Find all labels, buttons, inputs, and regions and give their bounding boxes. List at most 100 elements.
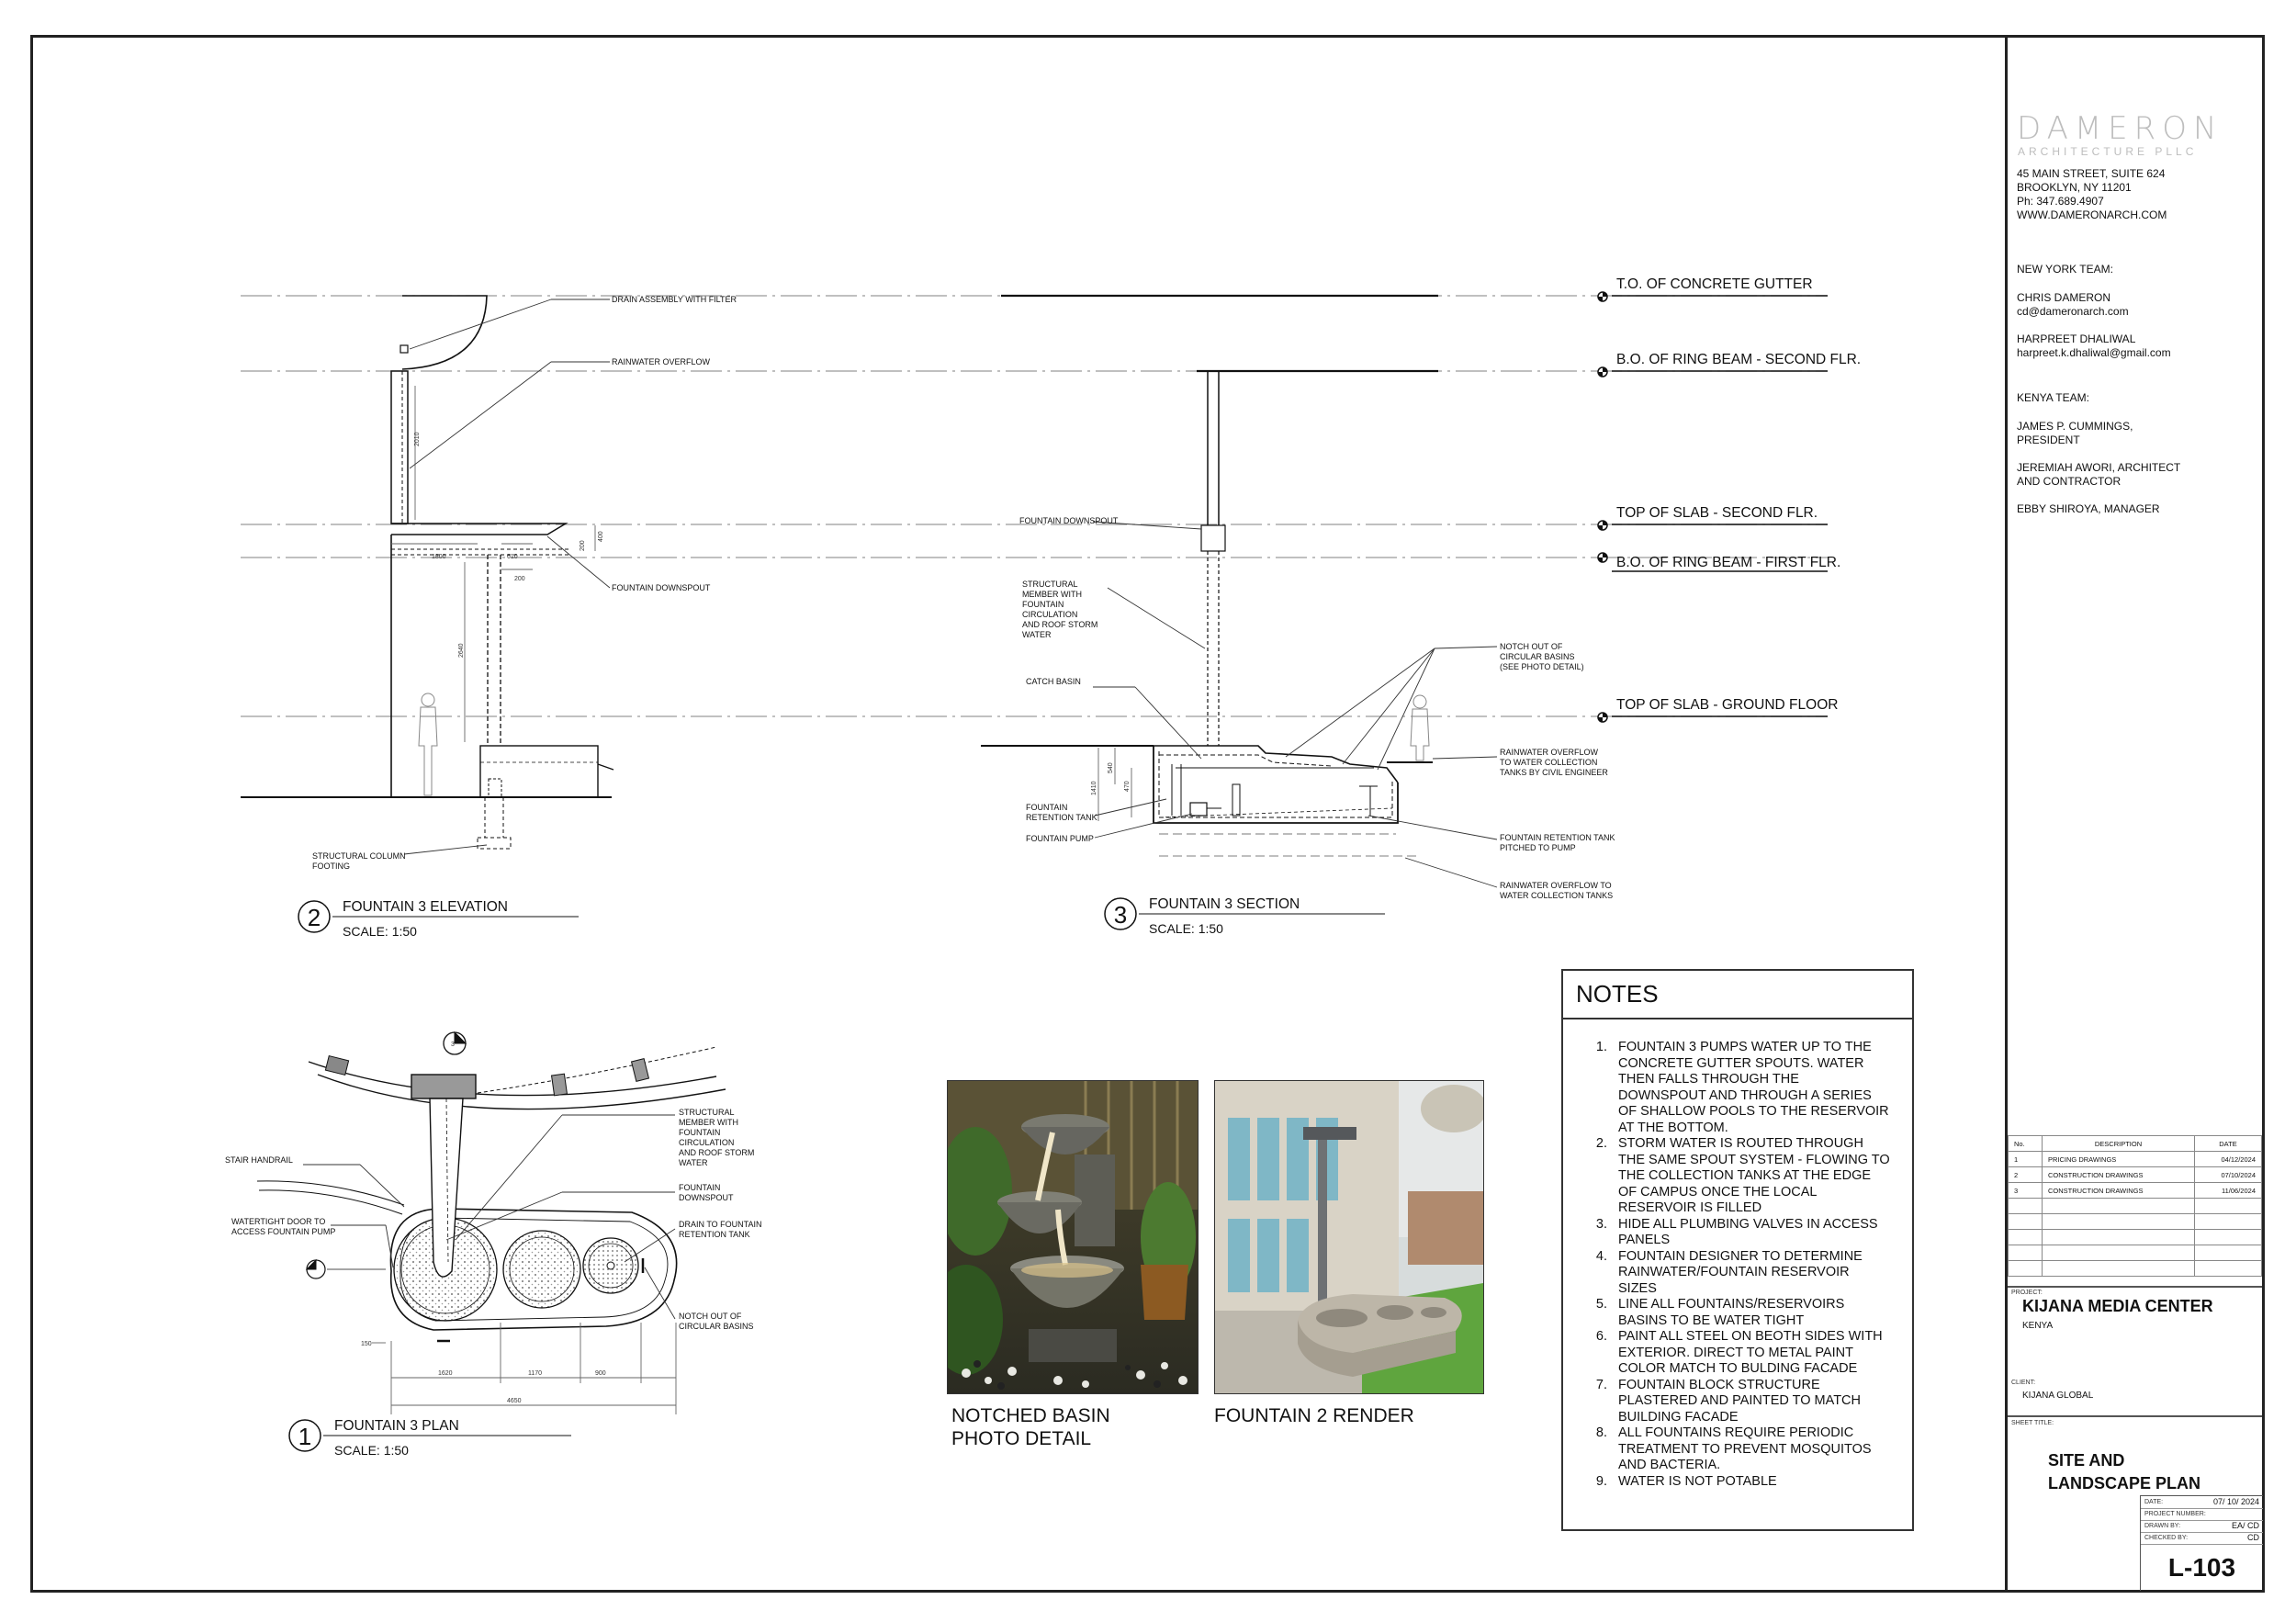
plan-dim: 900 — [595, 1370, 606, 1377]
elev-dim: 400 — [598, 531, 604, 542]
elevation-title-block: 2 FOUNTAIN 3 ELEVATION SCALE: 1:50 — [298, 899, 579, 939]
drawn-by-label: DRAWN BY: — [2144, 1523, 2181, 1529]
rev-no: 2 — [2008, 1166, 2043, 1183]
team-member-name: JEREMIAH AWORI, ARCHITECT — [2017, 461, 2181, 474]
plan-number: 1 — [298, 1423, 311, 1450]
sect-dim: 1410 — [1091, 781, 1097, 795]
kenya-team: KENYA TEAM: JAMES P. CUMMINGS, PRESIDENT… — [2017, 391, 2180, 516]
sect-label-notch: NOTCH OUT OF — [1500, 642, 1563, 651]
ny-team: NEW YORK TEAM: CHRIS DAMERON cd@damerona… — [2017, 263, 2171, 360]
team-member-name: EBBY SHIROYA, MANAGER — [2017, 502, 2160, 515]
sect-label-overflow-civil: TANKS BY CIVIL ENGINEER — [1500, 768, 1608, 777]
sheet-title: SITE AND LANDSCAPE PLAN — [2048, 1449, 2200, 1495]
plan-label-structural: AND ROOF STORM — [679, 1148, 754, 1157]
project-label: PROJECT: — [2011, 1290, 2043, 1296]
elev-dim: 200 — [580, 540, 586, 551]
note-item: LINE ALL FOUNTAINS/RESERVOIRS BASINS TO … — [1611, 1297, 1890, 1329]
sect-label-retention: FOUNTAIN — [1026, 803, 1067, 812]
elev-dim: 2010 — [414, 432, 421, 446]
rev-row: 1 PRICING DRAWINGS 04/12/2024 — [2008, 1151, 2262, 1167]
sheet-title-label: SHEET TITLE: — [2011, 1420, 2054, 1426]
elevation-title: FOUNTAIN 3 ELEVATION — [343, 899, 508, 915]
plan-label-notch: CIRCULAR BASINS — [679, 1322, 754, 1331]
rev-description: CONSTRUCTION DRAWINGS — [2042, 1166, 2195, 1183]
sect-label-retention-pitched: PITCHED TO PUMP — [1500, 843, 1576, 852]
firm-city: BROOKLYN, NY 11201 — [2017, 181, 2132, 194]
elev-label-drain: DRAIN ASSEMBLY WITH FILTER — [612, 295, 737, 304]
section-title-block: 3 FOUNTAIN 3 SECTION SCALE: 1:50 — [1104, 896, 1385, 936]
elev-label-footing: FOOTING — [312, 862, 350, 871]
client-name: KIJANA GLOBAL — [2022, 1391, 2094, 1401]
elev-dim: 2640 — [458, 643, 465, 658]
firm-contact: 45 MAIN STREET, SUITE 624 BROOKLYN, NY 1… — [2017, 167, 2167, 222]
sheet-title-line: LANDSCAPE PLAN — [2048, 1474, 2201, 1492]
notes-title: NOTES — [1563, 971, 1912, 1019]
level-label-ring-beam-first: B.O. OF RING BEAM - FIRST FLR. — [1616, 555, 1840, 570]
sect-label-notch: CIRCULAR BASINS — [1500, 652, 1575, 661]
kenya-team-heading: KENYA TEAM: — [2017, 391, 2089, 404]
note-item: HIDE ALL PLUMBING VALVES IN ACCESS PANEL… — [1611, 1217, 1890, 1249]
elevation-scale: SCALE: 1:50 — [343, 924, 417, 939]
sheet-info-grid: DATE: 07/ 10/ 2024 PROJECT NUMBER: DRAWN… — [2140, 1495, 2263, 1591]
section-number: 3 — [1114, 901, 1127, 929]
level-markers — [1597, 291, 1608, 723]
note-item: FOUNTAIN 3 PUMPS WATER UP TO THE CONCRET… — [1611, 1040, 1890, 1136]
rev-row: 2 CONSTRUCTION DRAWINGS 07/10/2024 — [2008, 1166, 2262, 1183]
sect-label-retention: RETENTION TANK — [1026, 813, 1097, 822]
elev-dim: 1800 — [432, 554, 446, 560]
rev-header-date: DATE — [2194, 1135, 2262, 1152]
title-block-divider — [2005, 35, 2008, 1593]
rev-description: CONSTRUCTION DRAWINGS — [2042, 1182, 2195, 1199]
team-member-email: harpreet.k.dhaliwal@gmail.com — [2017, 346, 2171, 359]
fountain-plan-drawing — [256, 1031, 726, 1414]
plan-marker-number: 3 — [451, 1042, 455, 1048]
firm-logo-name: DAMERON — [2017, 110, 2223, 147]
firm-phone: Ph: 347.689.4907 — [2017, 195, 2104, 208]
plan-label-structural: MEMBER WITH — [679, 1118, 738, 1127]
elev-dim: 200 — [514, 576, 525, 582]
sect-dim: 540 — [1108, 762, 1114, 773]
level-label-ring-beam-second: B.O. OF RING BEAM - SECOND FLR. — [1616, 352, 1861, 367]
note-item: WATER IS NOT POTABLE — [1611, 1474, 1890, 1491]
level-label-slab-ground: TOP OF SLAB - GROUND FLOOR — [1616, 697, 1838, 713]
rev-header-no: No. — [2008, 1135, 2043, 1152]
client-label: CLIENT: — [2011, 1380, 2036, 1386]
rev-description: PRICING DRAWINGS — [2042, 1151, 2195, 1167]
elev-label-column: STRUCTURAL COLUMN — [312, 851, 406, 861]
plan-label-drain: RETENTION TANK — [679, 1230, 750, 1239]
date-value: 07/ 10/ 2024 — [2212, 1497, 2259, 1506]
divider — [2008, 1286, 2262, 1288]
team-member-name: CHRIS DAMERON — [2017, 291, 2111, 304]
elev-label-downspout: FOUNTAIN DOWNSPOUT — [612, 583, 711, 592]
plan-label-door: WATERTIGHT DOOR TO — [231, 1217, 325, 1226]
sect-label-downspout: FOUNTAIN DOWNSPOUT — [1019, 516, 1119, 525]
note-item: ALL FOUNTAINS REQUIRE PERIODIC TREATMENT… — [1611, 1425, 1890, 1474]
divider — [2008, 1415, 2262, 1417]
notched-basin-photo — [947, 1080, 1199, 1394]
plan-dim: 4650 — [507, 1398, 522, 1404]
rev-no: 3 — [2008, 1182, 2043, 1199]
sect-dim: 470 — [1124, 781, 1131, 792]
plan-title: FOUNTAIN 3 PLAN — [334, 1418, 459, 1434]
rev-date: 11/06/2024 — [2194, 1182, 2262, 1199]
team-member-name: HARPREET DHALIWAL — [2017, 332, 2136, 345]
photo-caption-render: FOUNTAIN 2 RENDER — [1214, 1405, 1414, 1426]
drawn-by-value: EA/ CD — [2231, 1521, 2259, 1530]
checked-by-label: CHECKED BY: — [2144, 1535, 2189, 1541]
level-label-gutter: T.O. OF CONCRETE GUTTER — [1616, 276, 1813, 292]
ny-team-heading: NEW YORK TEAM: — [2017, 263, 2113, 276]
fountain-section-drawing — [981, 371, 1498, 888]
checked-by-value: CD — [2247, 1533, 2259, 1542]
notes-list: FOUNTAIN 3 PUMPS WATER UP TO THE CONCRET… — [1563, 1019, 1912, 1490]
project-number-label: PROJECT NUMBER: — [2144, 1511, 2206, 1517]
note-item: FOUNTAIN BLOCK STRUCTURE PLASTERED AND P… — [1611, 1378, 1890, 1426]
firm-address: 45 MAIN STREET, SUITE 624 — [2017, 167, 2166, 180]
revision-table: No. DESCRIPTION DATE 1 PRICING DRAWINGS … — [2008, 1135, 2262, 1277]
drawing-canvas: T.O. OF CONCRETE GUTTER B.O. OF RING BEA… — [225, 276, 1861, 1458]
rev-date: 07/10/2024 — [2194, 1166, 2262, 1183]
plan-title-block: 1 FOUNTAIN 3 PLAN SCALE: 1:50 — [288, 1418, 571, 1458]
plan-label-drain: DRAIN TO FOUNTAIN — [679, 1220, 762, 1229]
plan-label-handrail: STAIR HANDRAIL — [225, 1155, 293, 1165]
rev-no: 1 — [2008, 1151, 2043, 1167]
sheet-border — [30, 35, 2265, 1593]
